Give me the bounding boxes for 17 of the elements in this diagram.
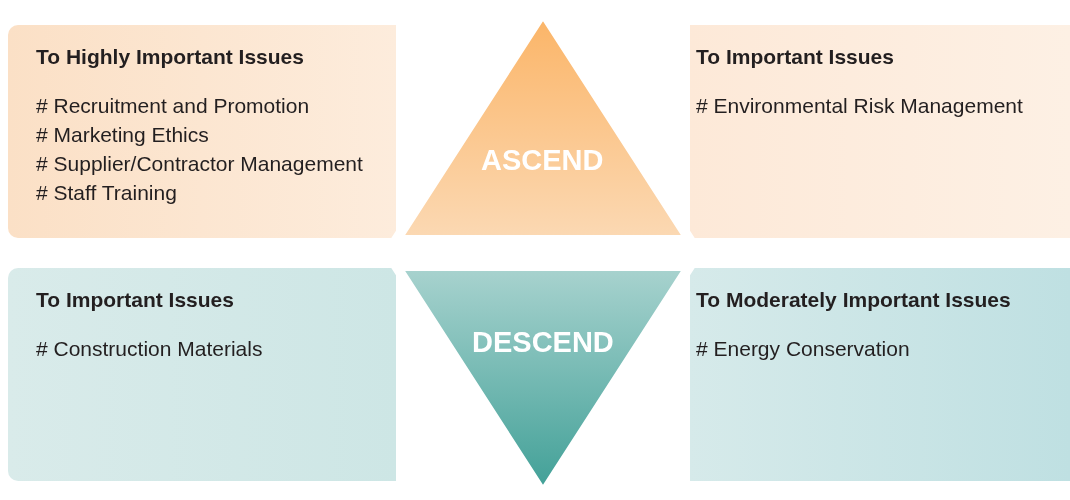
panel-heading: To Important Issues bbox=[696, 45, 894, 69]
triangle-label: DESCEND bbox=[472, 326, 614, 359]
issue-item: # Construction Materials bbox=[36, 336, 263, 362]
panel-heading: To Highly Important Issues bbox=[36, 45, 304, 69]
issue-panel bbox=[690, 25, 1070, 238]
issue-panel bbox=[8, 25, 396, 238]
issue-panel bbox=[8, 268, 396, 481]
issue-item: # Marketing Ethics bbox=[36, 122, 209, 148]
panel-heading: To Moderately Important Issues bbox=[696, 288, 1011, 312]
issue-panel bbox=[690, 268, 1070, 481]
issue-item: # Staff Training bbox=[36, 180, 177, 206]
issue-item: # Environmental Risk Management bbox=[696, 93, 1023, 119]
triangle-label: ASCEND bbox=[481, 144, 604, 177]
panel-heading: To Important Issues bbox=[36, 288, 234, 312]
issue-item: # Energy Conservation bbox=[696, 336, 910, 362]
issue-item: # Supplier/Contractor Management bbox=[36, 151, 363, 177]
issue-item: # Recruitment and Promotion bbox=[36, 93, 310, 119]
